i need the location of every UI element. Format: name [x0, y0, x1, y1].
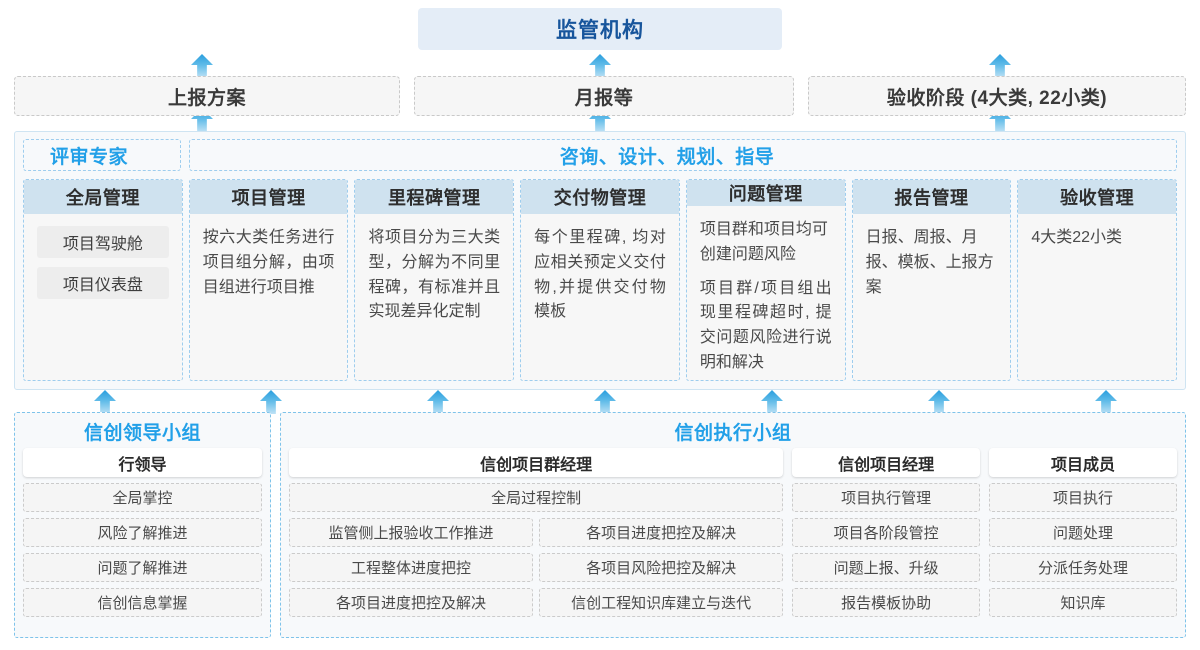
mid-col-report-management[interactable]: 报告管理 日报、周报、月报、模板、上报方案 [851, 179, 1012, 381]
middle-columns: 全局管理 项目驾驶舱 项目仪表盘 项目管理 按六大类任务进行项目组分解，由项目组… [23, 179, 1178, 381]
card-item[interactable]: 问题上报、升级 [792, 553, 981, 582]
mid-col-body: 4大类22小类 [1018, 214, 1176, 380]
card-project-manager[interactable]: 信创项目经理 项目执行管理 项目各阶段管控 问题上报、升级 报告模板协助 [792, 448, 981, 629]
card-item[interactable]: 各项目进度把控及解决 [539, 518, 784, 547]
mid-col-body: 项目群和项目均可创建问题风险 项目群/项目组出现里程碑超时, 提交问题风险进行说… [687, 206, 845, 380]
card-item-grid: 监管侧上报验收工作推进 工程整体进度把控 各项目进度把控及解决 各项目进度把控及… [289, 518, 784, 617]
mid-col-paragraph: 按六大类任务进行项目组分解，由项目组进行项目推 [202, 229, 335, 296]
pill-dashboard[interactable]: 项目仪表盘 [37, 267, 169, 299]
arrow-up-icon-col-3 [427, 390, 449, 414]
card-item[interactable]: 各项目进度把控及解决 [289, 588, 534, 617]
mid-col-body: 项目驾驶舱 项目仪表盘 [24, 214, 182, 380]
card-item[interactable]: 信创信息掌握 [23, 588, 262, 617]
label-review-experts: 评审专家 [23, 139, 181, 171]
mid-col-issue-management[interactable]: 问题管理 项目群和项目均可创建问题风险 项目群/项目组出现里程碑超时, 提交问题… [685, 179, 846, 381]
card-program-manager[interactable]: 信创项目群经理 全局过程控制 监管侧上报验收工作推进 工程整体进度把控 各项目进… [289, 448, 784, 629]
arrow-up-icon-to-title-left [191, 54, 213, 78]
card-item[interactable]: 项目各阶段管控 [792, 518, 981, 547]
card-head: 信创项目群经理 [289, 448, 784, 477]
middle-label-row: 评审专家 咨询、设计、规划、指导 [23, 139, 1177, 171]
top-box-report-plan[interactable]: 上报方案 [14, 76, 400, 116]
mid-col-header: 验收管理 [1018, 180, 1177, 214]
card-item[interactable]: 风险了解推进 [23, 518, 262, 547]
card-head: 行领导 [23, 448, 262, 477]
card-item[interactable]: 各项目风险把控及解决 [539, 553, 784, 582]
mid-col-header: 问题管理 [686, 180, 845, 206]
card-item[interactable]: 全局掌控 [23, 483, 262, 512]
label-consult-design-plan-guide: 咨询、设计、规划、指导 [189, 139, 1177, 171]
card-item-grid-col-a: 监管侧上报验收工作推进 工程整体进度把控 各项目进度把控及解决 [289, 518, 534, 617]
mid-col-project-management[interactable]: 项目管理 按六大类任务进行项目组分解，由项目组进行项目推 [188, 179, 349, 381]
card-item[interactable]: 项目执行管理 [792, 483, 981, 512]
mid-col-header: 交付物管理 [521, 180, 679, 214]
card-item[interactable]: 问题了解推进 [23, 553, 262, 582]
card-item-full[interactable]: 全局过程控制 [289, 483, 784, 512]
group-leadership-title: 信创领导小组 [83, 423, 201, 444]
card-item[interactable]: 报告模板协助 [792, 588, 981, 617]
pill-cockpit[interactable]: 项目驾驶舱 [37, 226, 169, 258]
mid-col-header: 报告管理 [852, 180, 1011, 214]
card-head: 信创项目经理 [792, 448, 981, 477]
mid-col-paragraph: 将项目分为三大类型，分解为不同里程碑，有标准并且实现差异化定制 [368, 229, 501, 321]
top-row: 上报方案 月报等 验收阶段 (4大类, 22小类) [14, 76, 1186, 116]
arrow-up-icon-col-7 [1095, 390, 1117, 414]
mid-col-body: 将项目分为三大类型，分解为不同里程碑，有标准并且实现差异化定制 [355, 214, 513, 380]
arrow-up-icon-to-title-right [989, 54, 1011, 78]
mid-col-header: 项目管理 [189, 180, 348, 214]
card-item[interactable]: 信创工程知识库建立与迭代 [539, 588, 784, 617]
mid-col-global-management[interactable]: 全局管理 项目驾驶舱 项目仪表盘 [23, 179, 183, 381]
mid-col-header: 里程碑管理 [355, 180, 514, 214]
arrow-up-icon-col-4 [594, 390, 616, 414]
arrow-up-icon-col-5 [761, 390, 783, 414]
arrow-up-icon-col-1 [94, 390, 116, 414]
mid-col-paragraph-2: 项目群/项目组出现里程碑超时, 提交问题风险进行说明和解决 [699, 279, 832, 371]
middle-panel: 评审专家 咨询、设计、规划、指导 全局管理 项目驾驶舱 项目仪表盘 项目管理 按… [14, 131, 1186, 390]
card-item-grid-col-b: 各项目进度把控及解决 各项目风险把控及解决 信创工程知识库建立与迭代 [539, 518, 784, 617]
mid-col-body: 每个里程碑, 均对应相关预定义交付物,并提供交付物模板 [521, 214, 679, 380]
mid-col-paragraph: 日报、周报、月报、模板、上报方案 [865, 229, 994, 296]
card-head: 项目成员 [989, 448, 1177, 477]
group-leadership: 信创领导小组 行领导 全局掌控 风险了解推进 问题了解推进 信创信息掌握 [14, 412, 271, 638]
card-project-member[interactable]: 项目成员 项目执行 问题处理 分派任务处理 知识库 [989, 448, 1177, 629]
mid-col-paragraph-1: 项目群和项目均可创建问题风险 [699, 221, 828, 263]
page-title: 监管机构 [418, 8, 782, 50]
group-execution: 信创执行小组 信创项目群经理 全局过程控制 监管侧上报验收工作推进 工程整体进度… [280, 412, 1186, 638]
top-box-monthly-report[interactable]: 月报等 [414, 76, 794, 116]
group-execution-cards: 信创项目群经理 全局过程控制 监管侧上报验收工作推进 工程整体进度把控 各项目进… [289, 448, 1177, 629]
mid-col-acceptance-management[interactable]: 验收管理 4大类22小类 [1017, 179, 1178, 381]
card-item[interactable]: 知识库 [989, 588, 1177, 617]
card-item[interactable]: 监管侧上报验收工作推进 [289, 518, 534, 547]
mid-col-deliverable-management[interactable]: 交付物管理 每个里程碑, 均对应相关预定义交付物,并提供交付物模板 [520, 179, 680, 381]
arrow-up-icon-to-title-mid [589, 54, 611, 78]
arrow-up-icon-col-6 [928, 390, 950, 414]
card-item[interactable]: 问题处理 [989, 518, 1177, 547]
arrow-up-icon-col-2 [260, 390, 282, 414]
mid-col-header: 全局管理 [24, 180, 182, 214]
top-box-acceptance-stage[interactable]: 验收阶段 (4大类, 22小类) [808, 76, 1186, 116]
label-consult-text: 咨询、设计、规划、指导 [559, 146, 775, 168]
mid-col-body: 日报、周报、月报、模板、上报方案 [853, 214, 1011, 380]
group-execution-title: 信创执行小组 [674, 423, 792, 444]
card-item[interactable]: 项目执行 [989, 483, 1177, 512]
group-leadership-cards: 行领导 全局掌控 风险了解推进 问题了解推进 信创信息掌握 [23, 448, 262, 629]
mid-col-paragraph: 每个里程碑, 均对应相关预定义交付物,并提供交付物模板 [534, 229, 666, 321]
bottom-row: 信创领导小组 行领导 全局掌控 风险了解推进 问题了解推进 信创信息掌握 信创执… [14, 412, 1186, 638]
card-item[interactable]: 分派任务处理 [989, 553, 1177, 582]
mid-col-paragraph: 4大类22小类 [1031, 229, 1123, 246]
mid-col-body: 按六大类任务进行项目组分解，由项目组进行项目推 [190, 214, 348, 380]
mid-col-milestone-management[interactable]: 里程碑管理 将项目分为三大类型，分解为不同里程碑，有标准并且实现差异化定制 [354, 179, 515, 381]
card-item[interactable]: 工程整体进度把控 [289, 553, 534, 582]
card-bank-leader[interactable]: 行领导 全局掌控 风险了解推进 问题了解推进 信创信息掌握 [23, 448, 262, 629]
